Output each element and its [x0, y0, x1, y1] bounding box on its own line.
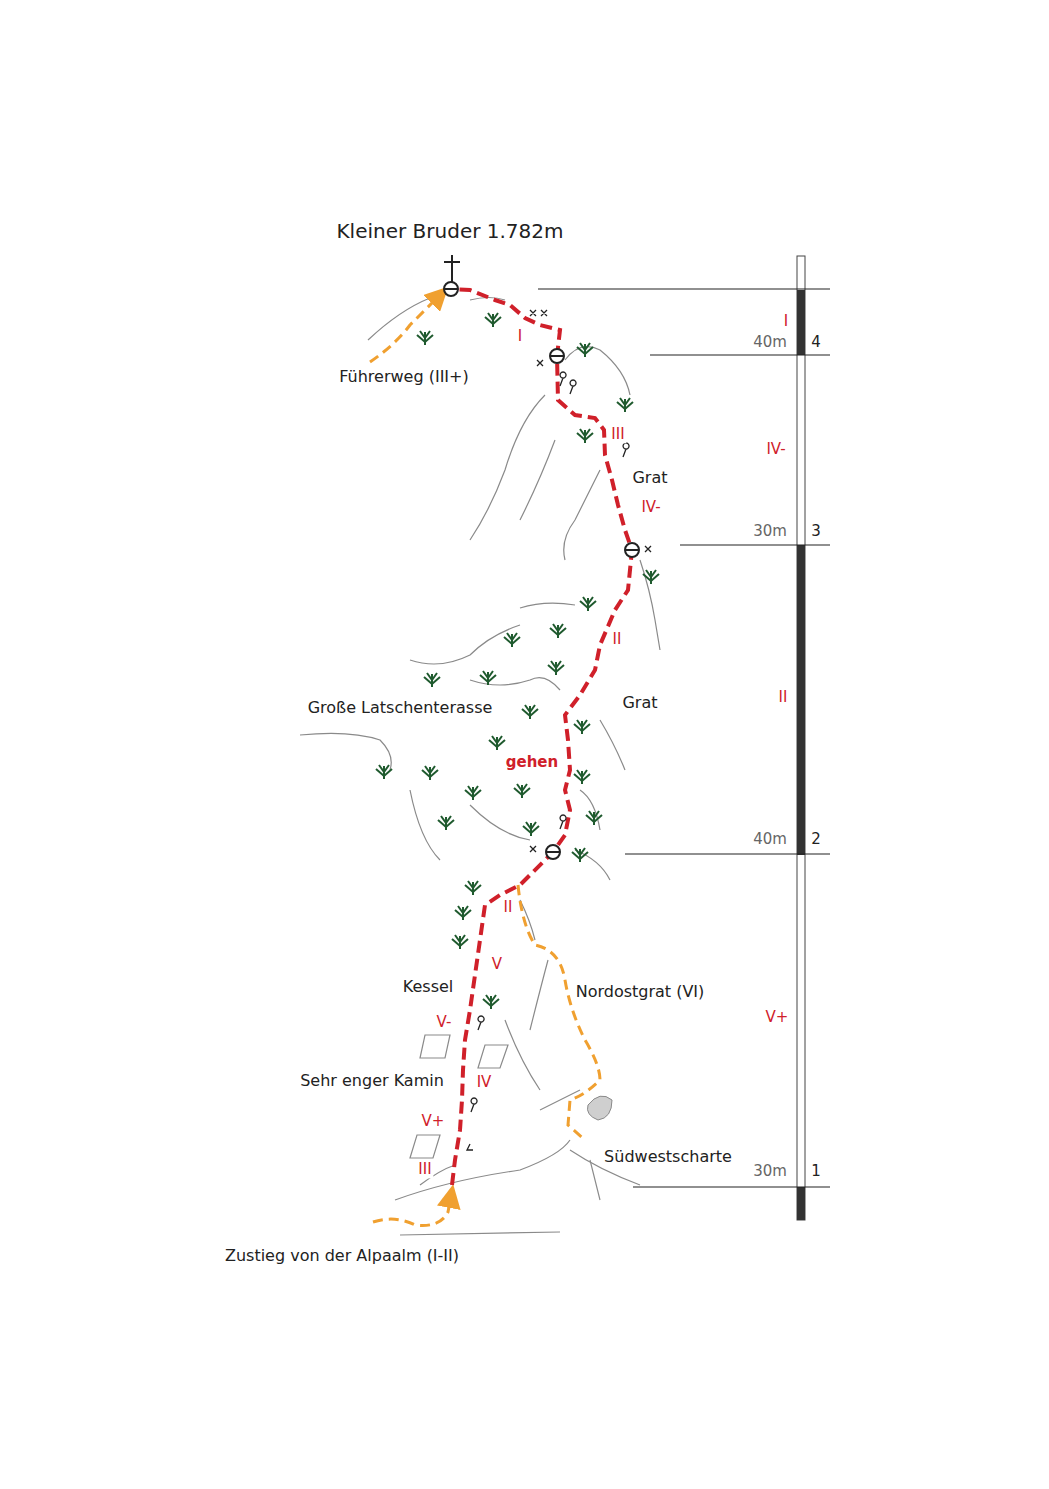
- grade: III: [416, 1161, 433, 1178]
- pine-symbol: [455, 906, 471, 920]
- pine-symbol: [417, 331, 433, 345]
- pine-symbol: [574, 770, 590, 784]
- pine-symbol: [574, 720, 590, 734]
- pine-symbol: [422, 766, 438, 780]
- piton-symbols: [467, 310, 651, 1150]
- scale-grade: II: [777, 689, 790, 706]
- scale-bar: [538, 256, 830, 1220]
- pine-symbol: [465, 881, 481, 895]
- feature-name: Kessel: [401, 978, 456, 996]
- pine-symbol: [452, 935, 468, 949]
- grade: I: [516, 328, 524, 345]
- route-note: gehen: [504, 754, 560, 771]
- pine-symbol: [548, 661, 564, 675]
- grade: II: [502, 899, 515, 916]
- pitch-number: 1: [809, 1163, 823, 1180]
- feature-name: Sehr enger Kamin: [298, 1072, 446, 1090]
- pine-symbol: [617, 398, 633, 412]
- grade: V+: [420, 1113, 447, 1130]
- boulder-symbol: [587, 1096, 612, 1120]
- summit-cross: [444, 255, 460, 282]
- pine-symbol: [489, 736, 505, 750]
- pine-symbol: [438, 816, 454, 830]
- pine-symbol: [376, 765, 392, 779]
- pine-symbol: [514, 784, 530, 798]
- pine-symbol: [572, 848, 588, 862]
- pine-symbol: [504, 633, 520, 647]
- pine-symbols: [376, 313, 659, 1009]
- pine-symbol: [580, 597, 596, 611]
- scale-grade: I: [782, 313, 790, 330]
- rock-outline: [300, 289, 660, 1235]
- route-name: Führerweg (III+): [337, 368, 470, 386]
- pine-symbol: [480, 671, 496, 685]
- pitch-number: 4: [809, 334, 823, 351]
- grade: III: [609, 426, 626, 443]
- route-name: Nordostgrat (VI): [574, 983, 707, 1001]
- summit-title: Kleiner Bruder 1.782m: [334, 220, 565, 243]
- pine-symbol: [483, 995, 499, 1009]
- pitch-length: 30m: [751, 523, 789, 540]
- scale-grade: IV-: [764, 441, 787, 458]
- pine-symbol: [424, 673, 440, 687]
- pine-symbol: [522, 705, 538, 719]
- approach-name: Zustieg von der Alpaalm (I-II): [223, 1247, 461, 1265]
- grade: IV-: [639, 499, 662, 516]
- feature-name: Grat: [630, 469, 669, 487]
- pitch-length: 40m: [751, 831, 789, 848]
- feature-name: Südwestscharte: [602, 1148, 734, 1166]
- scale-grade: V+: [764, 1009, 791, 1026]
- pine-symbol: [643, 570, 659, 584]
- grade: V: [490, 956, 504, 973]
- pitch-number: 2: [809, 831, 823, 848]
- pine-symbol: [465, 786, 481, 800]
- grade: II: [611, 631, 624, 648]
- grade: IV: [475, 1074, 494, 1091]
- pine-symbol: [586, 811, 602, 825]
- pitch-length: 30m: [751, 1163, 789, 1180]
- pine-symbol: [485, 313, 501, 327]
- pine-symbol: [550, 624, 566, 638]
- pitch-number: 3: [809, 523, 823, 540]
- pine-symbol: [577, 343, 593, 357]
- grade: V-: [435, 1014, 454, 1031]
- pine-symbol: [523, 822, 539, 836]
- feature-name: Grat: [620, 694, 659, 712]
- feature-name: Große Latschenterasse: [306, 699, 495, 717]
- belay-station: [444, 282, 639, 859]
- pitch-length: 40m: [751, 334, 789, 351]
- pine-symbol: [577, 429, 593, 443]
- climbing-route: [451, 289, 632, 1185]
